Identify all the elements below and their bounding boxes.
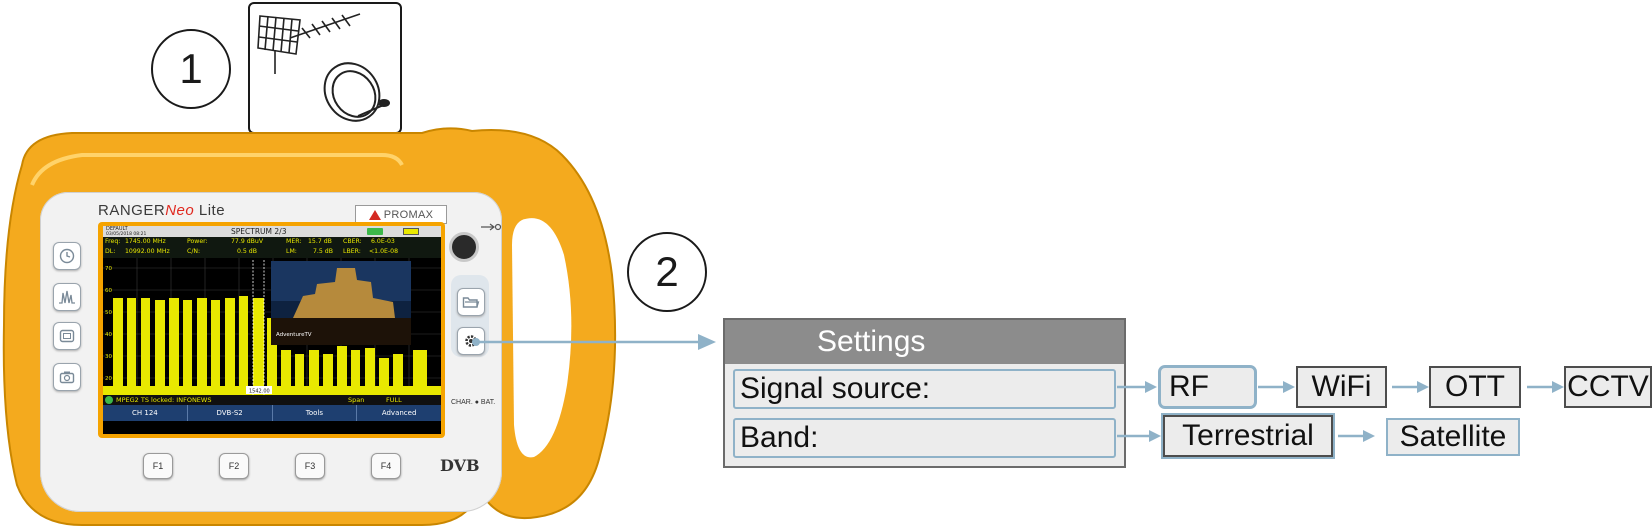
brand-suffix: Lite xyxy=(194,202,226,219)
f1-key[interactable]: F1 xyxy=(143,453,173,479)
settings-panel: Settings Signal source: Band: xyxy=(723,318,1126,468)
folder-icon xyxy=(462,297,480,308)
camera-icon xyxy=(59,371,75,384)
measurement-panel: Freq: 1745.00 MHz DL: 10992.00 MHz Power… xyxy=(103,237,441,258)
settings-header: Settings xyxy=(725,320,1124,364)
lber-label: LBER: xyxy=(343,248,361,255)
brand-prefix: RANGER xyxy=(98,202,166,219)
antenna-diagram xyxy=(248,2,402,134)
y-tick: 30 xyxy=(105,354,112,360)
camera-button[interactable] xyxy=(53,363,81,391)
cber-label: CBER: xyxy=(343,238,362,245)
power-value: 77.9 dBuV xyxy=(231,238,264,245)
menu-dvb[interactable]: DVB-S2 xyxy=(188,405,273,421)
y-tick: 60 xyxy=(105,288,112,294)
video-thumbnail: AdventureTV xyxy=(271,261,411,345)
y-tick: 20 xyxy=(105,376,112,382)
band-row[interactable]: Band: xyxy=(733,418,1116,458)
rotary-knob[interactable] xyxy=(449,232,479,262)
dl-value: 10992.00 MHz xyxy=(125,248,170,255)
marker-box xyxy=(246,386,272,394)
spectrum-plot[interactable]: 70 60 50 40 30 20 xyxy=(103,258,441,395)
thumbnail-caption: AdventureTV xyxy=(276,332,312,338)
cber-value: 6.0E-03 xyxy=(371,238,395,245)
lock-check-icon xyxy=(105,396,113,404)
preset-label: DEFAULT xyxy=(106,226,128,232)
mer-label: MER: xyxy=(286,238,302,245)
lock-status: MPEG2 TS locked: INFONEWS xyxy=(116,396,212,404)
screen-button[interactable] xyxy=(53,322,81,350)
menu-tools[interactable]: Tools xyxy=(273,405,358,421)
antenna-dish-icon xyxy=(257,13,390,122)
device-screen[interactable]: DEFAULT 03/05/2018 08:21 SPECTRUM 2/3 Fr… xyxy=(103,226,441,434)
lber-value: <1.0E-08 xyxy=(369,248,399,255)
folder-button[interactable] xyxy=(457,288,485,316)
f3-key[interactable]: F3 xyxy=(295,453,325,479)
screen-icon xyxy=(59,329,75,343)
y-tick: 40 xyxy=(105,332,112,338)
option-cctv[interactable]: CCTV xyxy=(1564,366,1652,408)
datetime-label: 03/05/2018 08:21 xyxy=(106,232,147,237)
span-label: Span xyxy=(348,396,365,404)
span-value: FULL xyxy=(386,396,402,404)
option-ott[interactable]: OTT xyxy=(1429,366,1521,408)
option-wifi[interactable]: WiFi xyxy=(1296,366,1387,408)
callout-1: 1 xyxy=(151,29,231,109)
marker-label: 1542.00 xyxy=(249,389,270,395)
battery-icon xyxy=(403,228,419,235)
dl-label: DL: xyxy=(105,248,116,255)
brand-logo: RANGERNeo Lite xyxy=(98,202,225,219)
brand-neo: Neo xyxy=(165,202,195,219)
power-label: Power: xyxy=(187,238,208,245)
callout-2: 2 xyxy=(627,232,707,312)
menu-advanced[interactable]: Advanced xyxy=(381,409,417,417)
signal-source-label: Signal source: xyxy=(740,372,931,405)
cn-value: 0.5 dB xyxy=(237,248,257,255)
option-rf[interactable]: RF xyxy=(1158,365,1257,409)
mer-value: 15.7 dB xyxy=(308,238,332,245)
y-tick: 50 xyxy=(105,310,112,316)
spectrum-button[interactable] xyxy=(53,283,81,311)
spectrum-icon xyxy=(59,290,75,304)
band-label: Band: xyxy=(740,421,819,454)
charge-battery-indicator: CHAR. ● BAT. xyxy=(451,399,496,406)
f4-key[interactable]: F4 xyxy=(371,453,401,479)
connector-icon xyxy=(481,223,502,231)
cn-label: C/N: xyxy=(187,248,201,255)
clock-icon xyxy=(59,248,75,264)
f2-key[interactable]: F2 xyxy=(219,453,249,479)
promax-text: PROMAX xyxy=(383,208,434,221)
menu-ch[interactable]: CH 124 xyxy=(103,405,188,421)
option-terrestrial[interactable]: Terrestrial xyxy=(1161,413,1335,459)
option-satellite[interactable]: Satellite xyxy=(1386,418,1520,456)
promax-triangle-icon xyxy=(368,209,381,220)
clock-button[interactable] xyxy=(53,242,81,270)
screen-title-bar: DEFAULT 03/05/2018 08:21 SPECTRUM 2/3 xyxy=(103,226,441,237)
y-tick: 70 xyxy=(105,266,112,272)
signal-status-icon xyxy=(367,228,383,235)
freq-label: Freq: xyxy=(105,238,121,245)
dvb-logo: DVB xyxy=(440,456,480,475)
freq-value: 1745.00 MHz xyxy=(125,238,166,245)
screen-menu: CH 124 DVB-S2 Tools Advanced xyxy=(103,405,441,421)
lm-value: 7.5 dB xyxy=(313,248,333,255)
callout-2-leader xyxy=(472,334,716,350)
screen-title: SPECTRUM 2/3 xyxy=(231,227,287,236)
options-arrows xyxy=(1117,381,1564,442)
lm-label: LM: xyxy=(286,248,297,255)
status-bar: MPEG2 TS locked: INFONEWS Span FULL xyxy=(103,395,441,405)
signal-source-row[interactable]: Signal source: xyxy=(733,369,1116,409)
settings-title: Settings xyxy=(817,325,926,358)
